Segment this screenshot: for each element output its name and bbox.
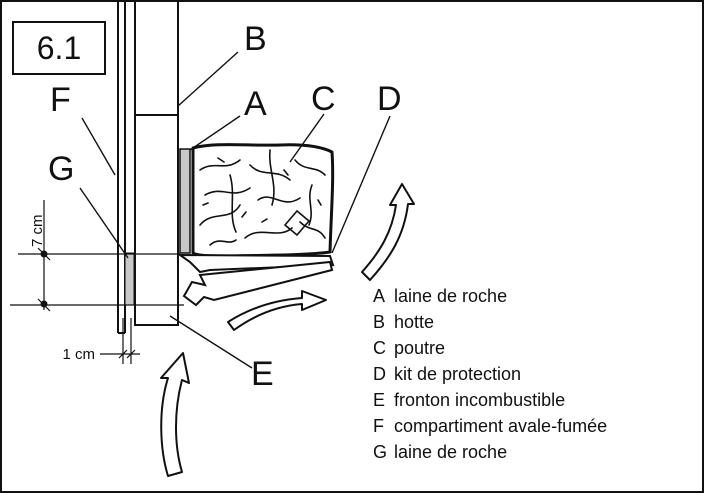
legend: A laine de roche B hotte C poutre D kit … [373,286,607,462]
dimension-1cm [100,318,140,364]
callout-e: E [251,355,274,393]
protection-kit-bottom [182,260,334,307]
dimension-1cm-label: 1 cm [62,346,95,363]
legend-letter: B [373,312,385,332]
leader-g [79,187,129,259]
figure-number-box [12,21,106,75]
dimension-dot-bottom [40,300,48,308]
legend-text: poutre [394,338,445,358]
leader-a [189,115,241,151]
dimension-dot-top [40,250,48,258]
airflow-arrow-right [227,290,327,331]
legend-letter: F [373,416,384,436]
legend-letter: C [373,338,386,358]
legend-text: laine de roche [394,442,507,462]
leader-c [289,113,325,163]
protection-kit-top [176,253,335,274]
legend-letter: A [373,286,385,306]
legend-letter: G [373,442,387,462]
airflow-arrows [160,183,415,477]
leader-e [169,315,253,369]
legend-text: laine de roche [394,286,507,306]
leader-f [81,117,116,176]
hood [134,0,179,116]
callout-f: F [50,81,71,119]
airflow-arrow-up-right [361,183,415,281]
legend-letter: E [373,390,385,410]
leader-d [331,115,391,254]
rock-wool-a [179,148,191,254]
callout-d: D [377,80,402,118]
legend-letter: D [373,364,386,384]
callout-c: C [311,80,336,118]
rock-wool-g [124,252,135,306]
legend-text: kit de protection [394,364,521,384]
callout-b: B [244,20,267,58]
incombustible-front [134,114,179,326]
legend-text: compartiment avale-fumée [394,416,607,436]
callout-a: A [244,85,267,123]
dimension-7cm-label: 7 cm [29,214,46,247]
beam [191,143,335,258]
leader-lines [79,51,391,369]
figure-number: 6.1 [37,30,81,66]
leader-b [177,51,239,107]
callout-g: G [48,150,74,188]
legend-text: hotte [394,312,434,332]
beam-texture [199,149,326,246]
legend-text: fronton incombustible [394,390,565,410]
airflow-arrow-up [160,352,190,477]
